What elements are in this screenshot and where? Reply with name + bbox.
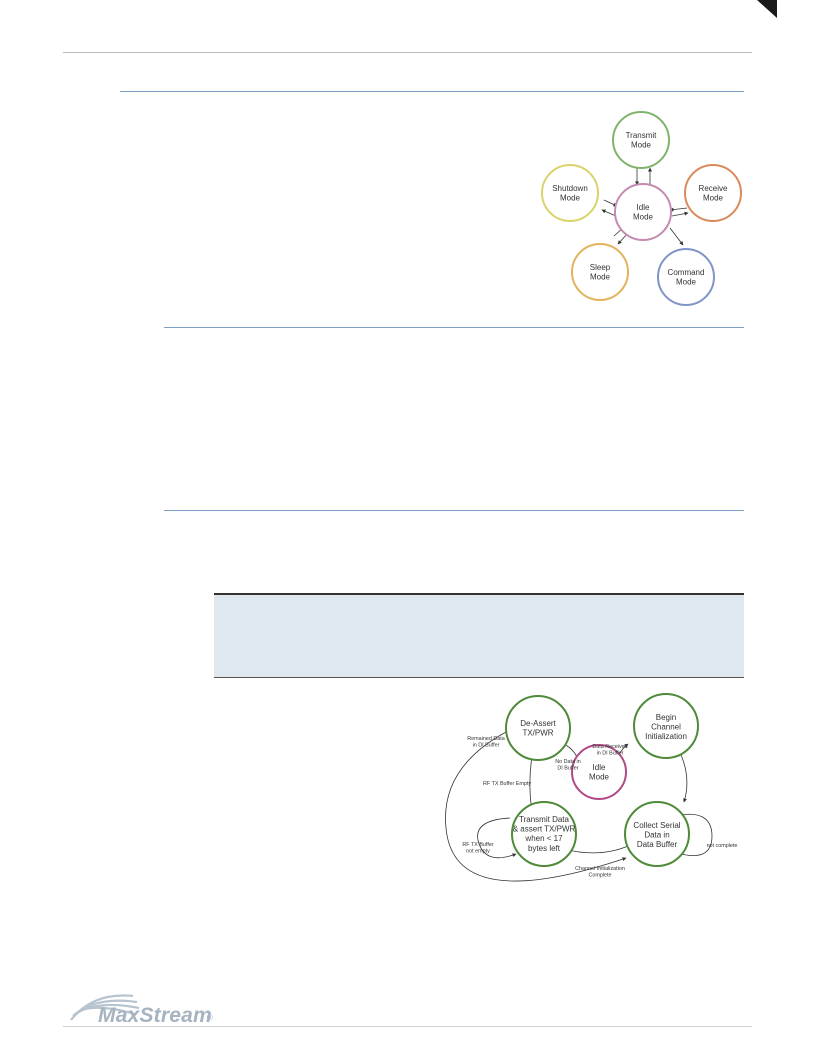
sleep-mode-node: [571, 243, 629, 301]
label-line: RF TX Buffer: [462, 842, 493, 848]
section-rule-3: [164, 510, 744, 511]
label-line: in DI Buffer: [597, 751, 624, 757]
not-complete-label: not complete: [707, 843, 738, 849]
label-line: Channel Initialization: [575, 866, 625, 872]
maxstream-swoosh-icon: [70, 994, 140, 1021]
label-line: No Data in: [555, 759, 580, 765]
label-line: Mode: [676, 278, 697, 287]
label-line: Sleep: [590, 263, 611, 272]
label-line: Idle: [593, 763, 606, 772]
transmit-mode-node: [612, 111, 670, 169]
label-line: Idle: [637, 203, 650, 212]
label-line: De-Assert: [520, 719, 556, 728]
label-line: & assert TX/PWR: [513, 825, 576, 834]
transmit-data-state: [511, 801, 577, 867]
label-line: Channel: [651, 723, 681, 732]
label-line: Collect Serial: [633, 821, 680, 830]
label-line: Mode: [633, 213, 654, 222]
label-line: Mode: [589, 773, 610, 782]
label-line: Mode: [590, 273, 611, 282]
label-line: RF TX Buffer Empty: [483, 781, 531, 787]
idle-state: [571, 744, 627, 800]
label-line: Receive: [699, 184, 728, 193]
idle-mode-node: [614, 183, 672, 241]
collect-serial-state: [624, 801, 690, 867]
label-line: DI Buffer: [557, 766, 578, 772]
section-rule-2: [164, 327, 744, 328]
label-line: Begin: [656, 713, 676, 722]
label-line: not empty: [466, 849, 490, 855]
receive-mode-node: [684, 164, 742, 222]
label-line: Mode: [703, 194, 724, 203]
note-box: [214, 593, 744, 678]
label-line: when < 17: [524, 834, 563, 843]
corner-mark: [757, 0, 777, 18]
registered-mark: ®: [207, 1013, 213, 1022]
label-line: Initialization: [645, 732, 687, 741]
label-line: TX/PWR: [522, 729, 553, 738]
label-line: Data Received: [592, 744, 627, 750]
label-line: in DI Buffer: [473, 743, 500, 749]
label-line: Data in: [644, 831, 669, 840]
label-line: Mode: [631, 141, 652, 150]
deassert-state: [505, 695, 571, 761]
header-rule: [63, 52, 752, 53]
shutdown-mode-node: [541, 164, 599, 222]
footer-rule: [63, 1026, 752, 1027]
label-line: Complete: [588, 873, 611, 879]
label-line: Shutdown: [552, 184, 588, 193]
label-line: Mode: [560, 194, 581, 203]
command-mode-node: [657, 248, 715, 306]
label-line: Transmit Data: [519, 815, 569, 824]
rf-empty-label: RF TX Buffer Empty: [483, 781, 531, 787]
maxstream-logo-text: MaxStream: [98, 1004, 212, 1027]
begin-init-state: [633, 693, 699, 759]
label-line: bytes left: [528, 844, 561, 853]
label-line: not complete: [707, 843, 738, 849]
label-line: Command: [668, 268, 705, 277]
label-line: Transmit: [626, 131, 658, 140]
label-line: Remained Data: [467, 736, 504, 742]
section-rule-1: [120, 91, 744, 92]
label-line: Data Buffer: [637, 840, 678, 849]
